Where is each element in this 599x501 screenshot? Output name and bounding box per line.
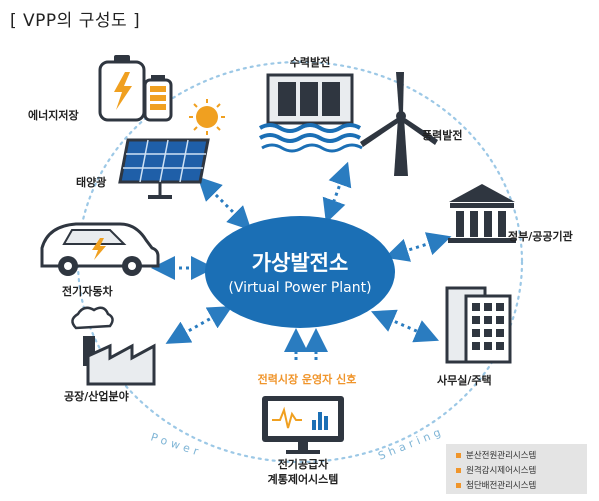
center-title: 가상발전소: [252, 251, 349, 275]
monitor-icon: [262, 396, 344, 454]
outer-ring: [76, 60, 524, 464]
wind-turbine-icon: [360, 72, 438, 176]
label-ev: 전기자동차: [62, 284, 113, 298]
arrow-government: [384, 232, 452, 262]
arrow-solar: [197, 176, 252, 231]
legend-item: 분산전원관리시스템: [456, 449, 536, 461]
arc-word-sharing: Sharing: [376, 424, 446, 462]
label-factory: 공장/산업분야: [64, 389, 129, 403]
center-ellipse: [205, 216, 395, 328]
arrow-hydro: [322, 161, 352, 224]
arrow-office: [370, 309, 440, 343]
electric-car-icon: [40, 222, 160, 276]
hydro-dam-icon: [258, 73, 363, 153]
label-wind: 풍력발전: [422, 128, 462, 142]
label-control-line1: 전기공급자: [278, 457, 329, 471]
battery-icon: [98, 55, 173, 122]
arrow-factory: [165, 306, 233, 344]
label-storage: 에너지저장: [28, 108, 79, 122]
page-title: [ VPP의 구성도 ]: [10, 11, 141, 31]
connection-arrows: [151, 161, 452, 344]
label-government: 정부/공공기관: [508, 229, 573, 243]
factory-icon: [71, 306, 156, 386]
legend-item: 원격감시제어시스템: [456, 464, 536, 476]
signal-label: 전력시장 운영자 신호: [258, 372, 357, 386]
legend-box: 분산전원관리시스템 원격감시제어시스템 첨단배전관리시스템: [446, 444, 587, 494]
label-control-line2: 계통제어시스템: [268, 472, 339, 486]
bullet-icon: [456, 483, 461, 488]
office-building-icon: [445, 286, 512, 364]
sun-icon: [189, 99, 225, 135]
arc-word-power: Power: [149, 430, 204, 459]
label-office: 사무실/주택: [437, 373, 492, 387]
legend-item: 첨단배전관리시스템: [456, 479, 536, 491]
solar-panel-icon: [118, 138, 210, 199]
bullet-icon: [456, 468, 461, 473]
center-subtitle: (Virtual Power Plant): [228, 280, 371, 296]
bullet-icon: [456, 453, 461, 458]
label-hydro: 수력발전: [290, 55, 330, 69]
signal-arrows: [284, 328, 328, 360]
government-building-icon: [448, 184, 516, 243]
label-solar: 태양광: [76, 175, 106, 189]
